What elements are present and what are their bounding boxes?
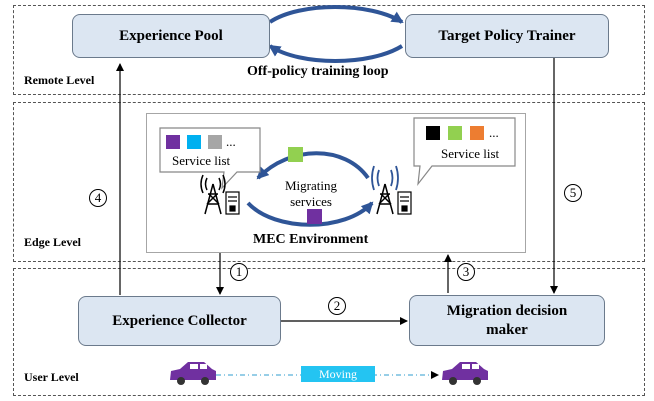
training-loop-arrow-bottom: [268, 44, 404, 63]
training-loop-arrow-top: [268, 5, 404, 24]
step-5-marker: 5: [564, 184, 582, 202]
step-3-marker: 3: [457, 263, 475, 281]
service-square-black: [426, 126, 440, 140]
edge-level-box: [13, 102, 645, 262]
migrating-loop-arrow-bottom: [246, 201, 374, 227]
service-list-label-left: Service list: [172, 153, 231, 168]
step-1-marker: 1: [230, 263, 248, 281]
server-left-icon: [225, 191, 240, 215]
experience-pool-node: Experience Pool: [72, 14, 270, 58]
service-square-gray: [208, 135, 222, 149]
user-level-box: [13, 268, 645, 396]
edge-level-label: Edge Level: [24, 235, 81, 249]
moving-label: Moving: [301, 366, 375, 382]
service-list-bubble-left: [159, 127, 261, 190]
service-square-purple: [166, 135, 180, 149]
step-2-marker: 2: [328, 297, 346, 315]
car-left-icon: [170, 362, 216, 385]
step-4-marker: 4: [89, 189, 107, 207]
migrating-services-label: Migrating services: [285, 178, 337, 210]
service-list-ellipsis-right: ...: [489, 125, 499, 140]
server-right-icon: [397, 191, 412, 215]
user-level-label: User Level: [24, 370, 79, 384]
remote-level-label: Remote Level: [24, 73, 95, 87]
migration-decision-maker-node: Migration decision maker: [409, 295, 605, 346]
service-list-label-right: Service list: [441, 146, 500, 161]
service-list-ellipsis-left: ...: [226, 134, 236, 149]
target-policy-trainer-node: Target Policy Trainer: [405, 14, 609, 58]
migrating-square-purple: [307, 209, 322, 224]
migrating-square-green: [288, 147, 303, 162]
experience-collector-node: Experience Collector: [78, 296, 281, 346]
service-square-green: [448, 126, 462, 140]
service-square-orange: [470, 126, 484, 140]
signal-waves-right-icon: [371, 165, 399, 191]
mec-environment-caption: MEC Environment: [253, 232, 369, 247]
base-station-tower-right-icon: [376, 183, 394, 215]
service-square-cyan: [187, 135, 201, 149]
migrating-loop-arrow-top: [256, 151, 370, 180]
training-loop-caption: Off-policy training loop: [247, 64, 389, 79]
car-right-icon: [442, 362, 488, 385]
base-station-tower-left-icon: [200, 174, 226, 215]
